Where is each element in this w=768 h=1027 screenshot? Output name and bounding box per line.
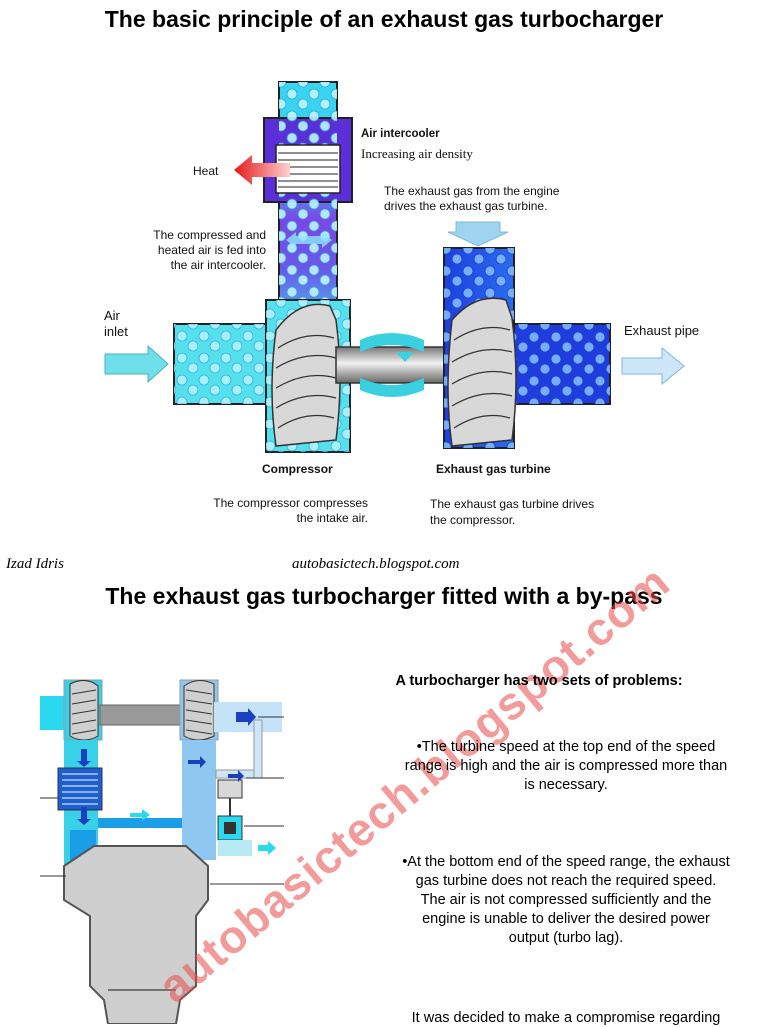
exhaust-drives-label-1: The exhaust gas from the engine (384, 184, 560, 198)
conclusion-line-1: It was decided to make a compromise rega… (411, 1010, 721, 1026)
compressed-air-label-2: heated air is fed into (157, 243, 266, 257)
turbine-desc-1: The exhaust gas turbine drives (430, 497, 595, 511)
site-credit: autobasictech.blogspot.com (292, 556, 460, 572)
compressor-desc-1: The compressor compresses (213, 496, 368, 510)
author-credit: Izad Idris (6, 556, 64, 572)
exhaust-gas-turbine-label: Exhaust gas turbine (436, 462, 551, 476)
problems-heading: A turbocharger has two sets of problems: (395, 673, 683, 689)
exhaust-drives-label-2: drives the exhaust gas turbine. (384, 199, 548, 213)
air-inlet-label-2: inlet (104, 324, 128, 339)
air-inlet-label-1: Air (104, 308, 120, 323)
heat-arrow-icon (234, 155, 290, 185)
problem-2-line-5: output (turbo lag). (508, 930, 624, 946)
turbocharger-principle-diagram (104, 81, 685, 453)
turbine-desc-2: the compressor. (430, 513, 516, 527)
compressed-air-label-3: the air intercooler. (170, 258, 266, 272)
shaft (335, 346, 449, 384)
air-inlet-arrow-icon (104, 344, 169, 384)
problem-2-line-4: engine is unable to deliver the desired … (422, 911, 710, 927)
bypass-schematic (40, 679, 284, 1024)
exhaust-pipe-label: Exhaust pipe (624, 323, 700, 338)
problem-2-line-3: The air is not compressed sufficiently a… (420, 892, 712, 908)
problem-2-line-1: •At the bottom end of the speed range, t… (402, 854, 730, 870)
section-title: The exhaust gas turbocharger fitted with… (105, 583, 663, 609)
exhaust-pipe-arrow-icon (621, 346, 685, 386)
page-title: The basic principle of an exhaust gas tu… (104, 6, 664, 32)
heat-label: Heat (193, 164, 219, 178)
problem-1-line-1: •The turbine speed at the top end of the… (416, 739, 716, 755)
compressor-desc-2: the intake air. (296, 511, 368, 525)
problem-1-line-3: is necessary. (524, 777, 608, 793)
problem-1-line-2: range is high and the air is compressed … (404, 758, 728, 774)
air-intercooler-label: Air intercooler (361, 128, 440, 140)
compressed-air-label-1: The compressed and (153, 228, 266, 242)
exhaust-in-arrow-icon (447, 221, 509, 247)
increasing-density-label: Increasing air density (361, 146, 473, 161)
problem-2-line-2: gas turbine does not reach the required … (415, 873, 717, 889)
engine-block (63, 845, 209, 1024)
compressor-label: Compressor (262, 462, 333, 476)
compressor-wheel (271, 303, 341, 447)
